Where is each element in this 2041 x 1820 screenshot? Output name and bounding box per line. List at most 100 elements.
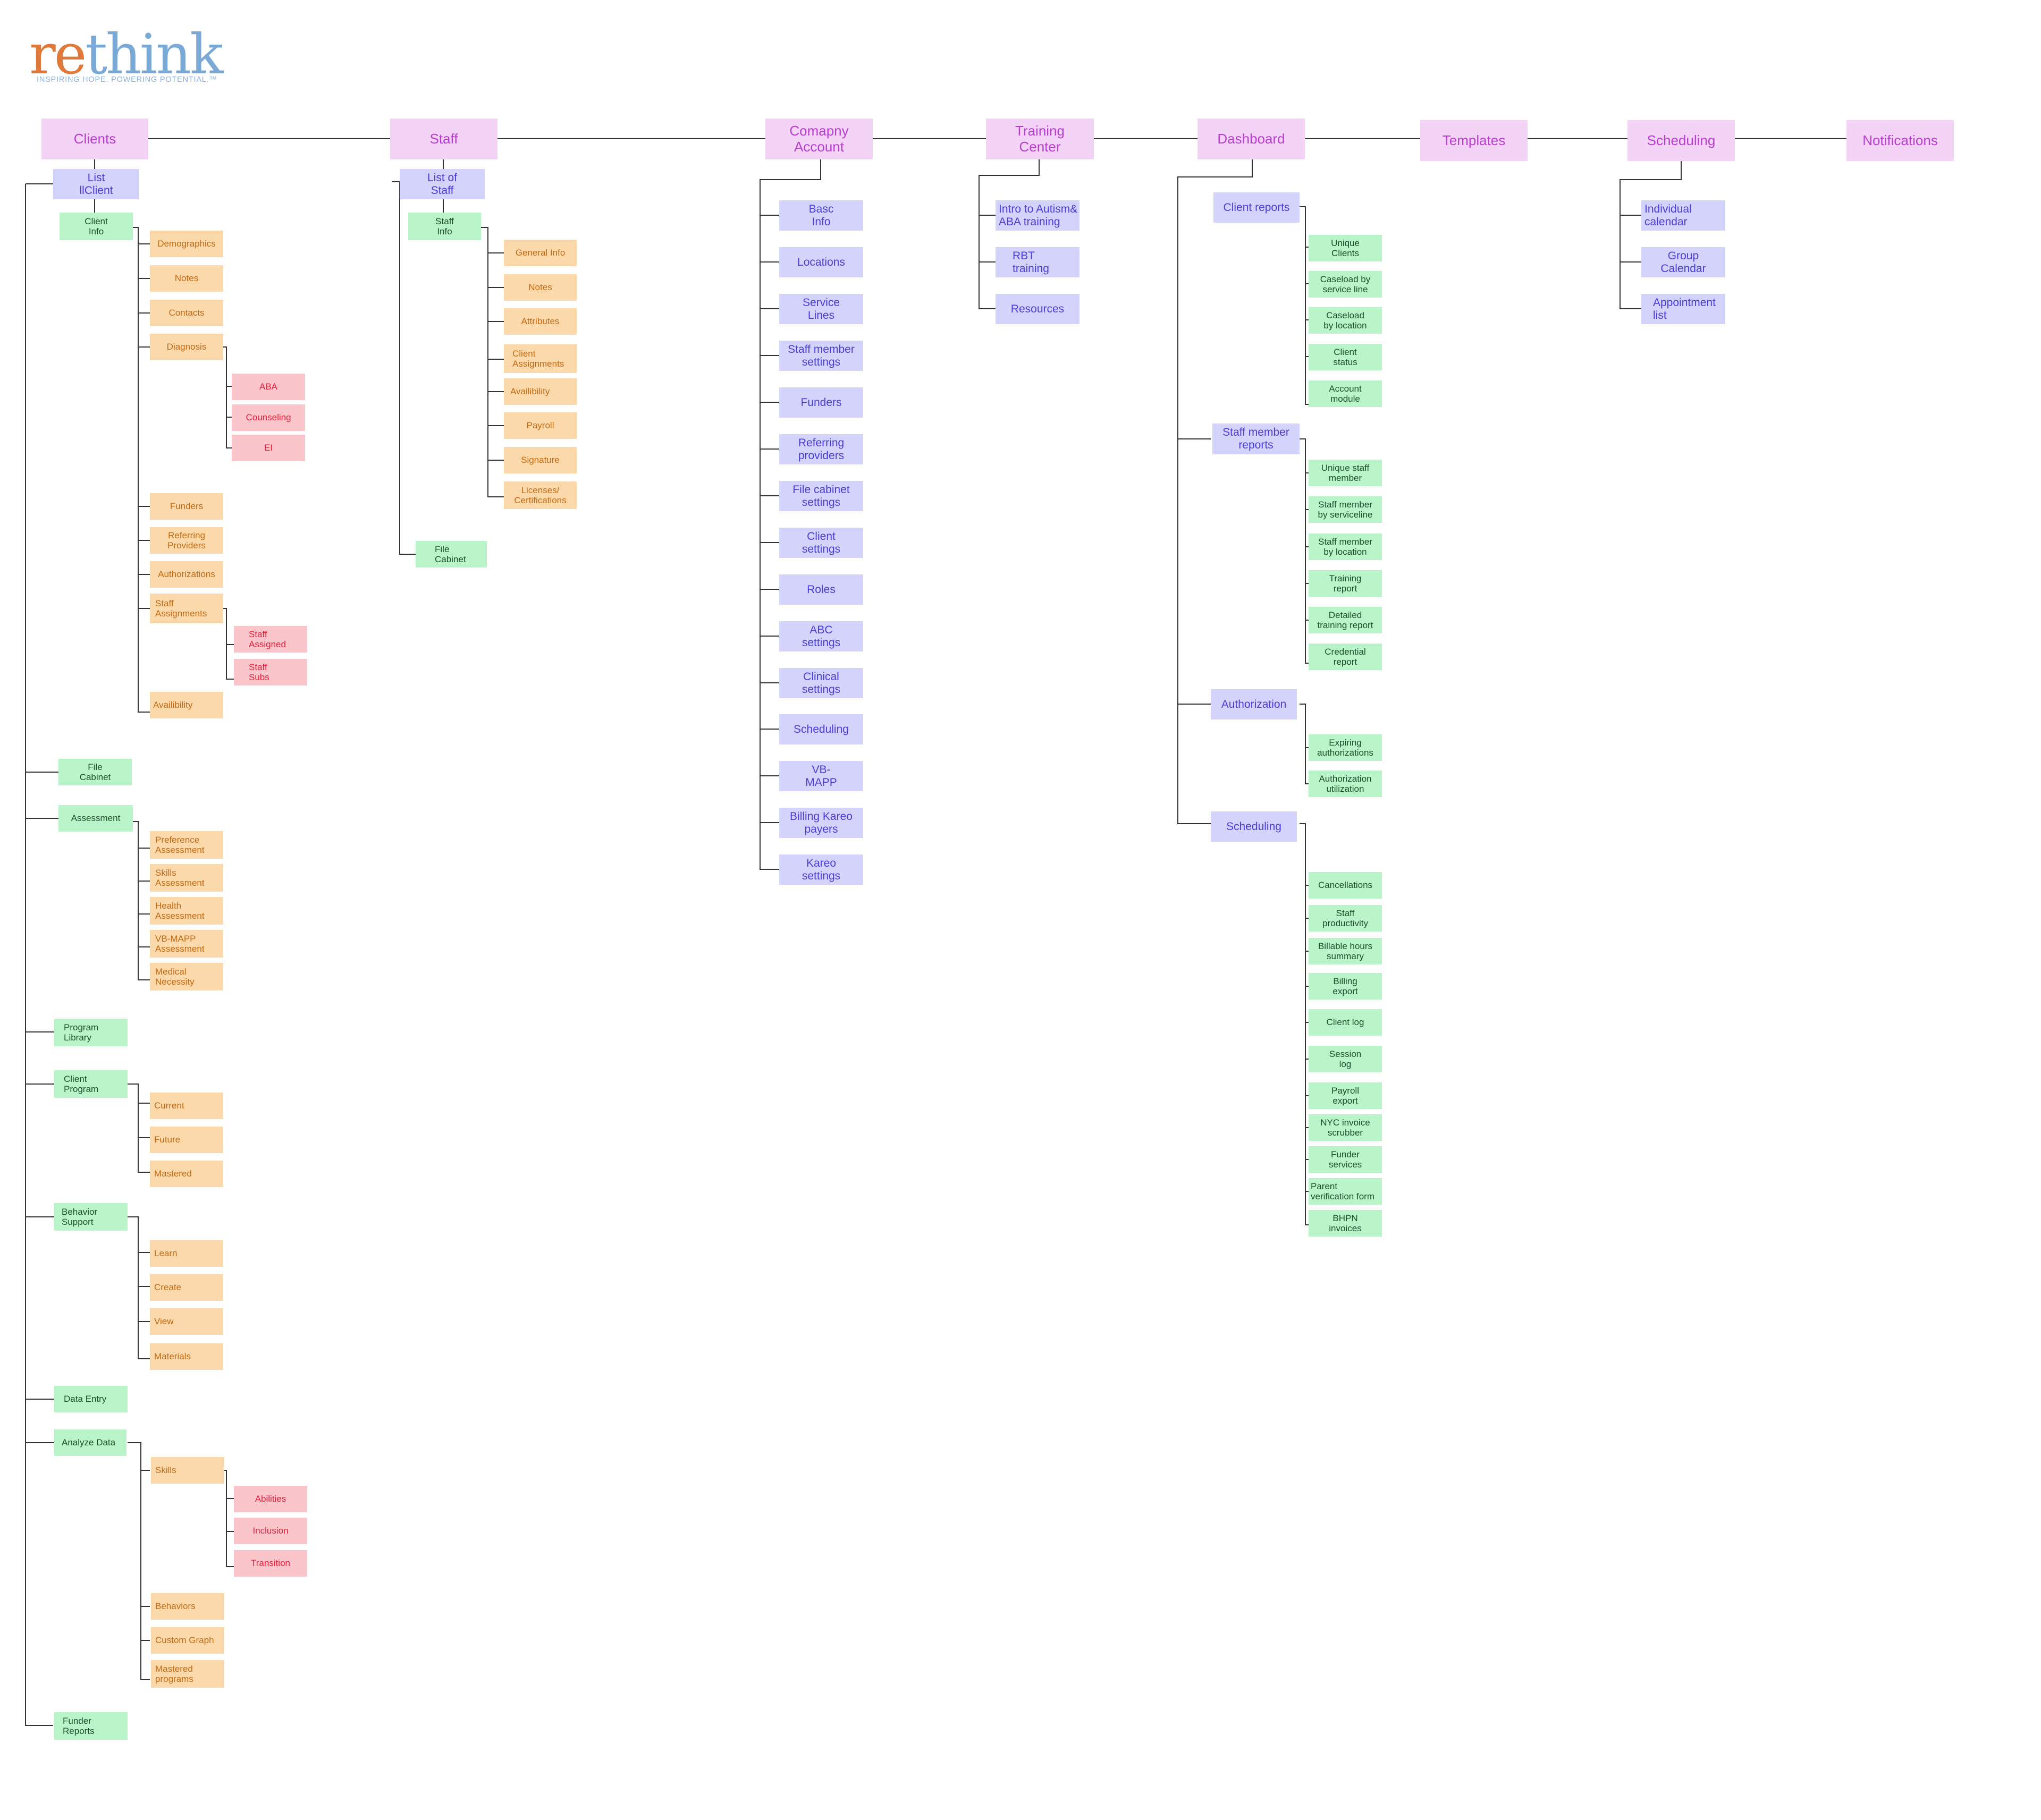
- general-info-node[interactable]: General Info: [504, 240, 577, 266]
- abc-settings-node[interactable]: ABC settings: [779, 621, 863, 651]
- custom-graph-node[interactable]: Custom Graph: [151, 1627, 224, 1654]
- staff-productivity-node[interactable]: Staff productivity: [1309, 905, 1382, 932]
- client-availability-node[interactable]: Availibility: [150, 692, 223, 718]
- section-staff[interactable]: Staff: [390, 118, 497, 159]
- learn-node[interactable]: Learn: [150, 1240, 223, 1267]
- demographics-node[interactable]: Demographics: [150, 231, 223, 257]
- staff-list-node[interactable]: List of Staff: [400, 169, 485, 199]
- mastered-programs-node[interactable]: Mastered programs: [151, 1660, 224, 1688]
- section-training-center[interactable]: Training Center: [986, 118, 1094, 159]
- staff-file-cabinet-node[interactable]: File Cabinet: [416, 541, 487, 568]
- create-node[interactable]: Create: [150, 1274, 223, 1301]
- transition-node[interactable]: Transition: [234, 1550, 307, 1577]
- skills-assessment-node[interactable]: Skills Assessment: [150, 864, 223, 892]
- counseling-node[interactable]: Counseling: [232, 404, 305, 431]
- company-referring-providers-node[interactable]: Referring providers: [779, 434, 863, 464]
- funder-reports-node[interactable]: Funder Reports: [54, 1712, 128, 1740]
- caseload-service-node[interactable]: Caseload by service line: [1309, 271, 1382, 298]
- basic-info-node[interactable]: Basc Info: [779, 200, 863, 231]
- staff-assigned-node[interactable]: Staff Assigned: [234, 626, 307, 653]
- clinical-settings-node[interactable]: Clinical settings: [779, 668, 863, 698]
- bhpn-invoices-node[interactable]: BHPN invoices: [1309, 1210, 1382, 1237]
- individual-calendar-node[interactable]: Individual calendar: [1641, 200, 1725, 231]
- staff-serviceline-node[interactable]: Staff member by serviceline: [1309, 496, 1382, 523]
- data-entry-node[interactable]: Data Entry: [54, 1386, 128, 1412]
- roles-node[interactable]: Roles: [779, 574, 863, 605]
- current-program-node[interactable]: Current: [150, 1093, 223, 1119]
- client-referring-providers-node[interactable]: Referring Providers: [150, 527, 223, 554]
- rbt-training-node[interactable]: RBT training: [996, 247, 1079, 277]
- account-module-node[interactable]: Account module: [1309, 380, 1382, 407]
- inclusion-node[interactable]: Inclusion: [234, 1518, 307, 1544]
- analyze-data-node[interactable]: Analyze Data: [54, 1429, 126, 1456]
- billing-export-node[interactable]: Billing export: [1309, 973, 1382, 1000]
- funder-services-node[interactable]: Funder services: [1309, 1146, 1382, 1173]
- behavior-support-node[interactable]: Behavior Support: [54, 1203, 128, 1231]
- section-company-account[interactable]: Comapny Account: [765, 118, 873, 159]
- medical-necessity-node[interactable]: Medical Necessity: [150, 963, 223, 991]
- staff-info-node[interactable]: Staff Info: [408, 213, 481, 240]
- client-assignments-node[interactable]: Client Assignments: [504, 344, 577, 373]
- section-clients[interactable]: Clients: [41, 118, 148, 159]
- attributes-node[interactable]: Attributes: [504, 308, 577, 335]
- client-info-node[interactable]: Client Info: [60, 213, 133, 240]
- assessment-node[interactable]: Assessment: [58, 805, 133, 832]
- health-assessment-node[interactable]: Health Assessment: [150, 897, 223, 925]
- dashboard-scheduling-node[interactable]: Scheduling: [1211, 811, 1297, 842]
- staff-notes-node[interactable]: Notes: [504, 274, 577, 301]
- unique-staff-node[interactable]: Unique staff member: [1309, 460, 1382, 486]
- preference-assessment-node[interactable]: Preference Assessment: [150, 831, 223, 859]
- staff-member-settings-node[interactable]: Staff member settings: [779, 341, 863, 371]
- aba-node[interactable]: ABA: [232, 374, 305, 400]
- client-status-node[interactable]: Client status: [1309, 344, 1382, 370]
- appointment-list-node[interactable]: Appointment list: [1641, 294, 1725, 324]
- authorizations-node[interactable]: Authorizations: [150, 561, 223, 588]
- client-reports-node[interactable]: Client reports: [1213, 192, 1300, 223]
- payroll-node[interactable]: Payroll: [504, 412, 577, 439]
- ei-node[interactable]: EI: [232, 435, 305, 461]
- staff-subs-node[interactable]: Staff Subs: [234, 659, 307, 685]
- diagnosis-node[interactable]: Diagnosis: [150, 334, 223, 360]
- group-calendar-node[interactable]: Group Calendar: [1641, 247, 1725, 277]
- billable-hours-node[interactable]: Billable hours summary: [1309, 938, 1382, 964]
- cancellations-node[interactable]: Cancellations: [1309, 872, 1382, 899]
- file-cabinet-settings-node[interactable]: File cabinet settings: [779, 481, 863, 511]
- detailed-training-node[interactable]: Detailed training report: [1309, 607, 1382, 633]
- signature-node[interactable]: Signature: [504, 447, 577, 473]
- session-log-node[interactable]: Session log: [1309, 1046, 1382, 1072]
- training-report-node[interactable]: Training report: [1309, 570, 1382, 597]
- expiring-authorizations-node[interactable]: Expiring authorizations: [1309, 734, 1382, 761]
- payroll-export-node[interactable]: Payroll export: [1309, 1082, 1382, 1109]
- program-library-node[interactable]: Program Library: [54, 1019, 128, 1046]
- analyze-skills-node[interactable]: Skills: [151, 1457, 224, 1484]
- company-funders-node[interactable]: Funders: [779, 387, 863, 418]
- materials-node[interactable]: Materials: [150, 1343, 223, 1370]
- nyc-invoice-node[interactable]: NYC invoice scrubber: [1309, 1114, 1382, 1141]
- client-program-node[interactable]: Client Program: [54, 1070, 128, 1098]
- behaviors-node[interactable]: Behaviors: [151, 1593, 224, 1620]
- company-scheduling-node[interactable]: Scheduling: [779, 714, 863, 744]
- section-notifications[interactable]: Notifications: [1846, 120, 1954, 161]
- authorization-node[interactable]: Authorization: [1211, 689, 1297, 719]
- abilities-node[interactable]: Abilities: [234, 1486, 307, 1512]
- authorization-utilization-node[interactable]: Authorization utilization: [1309, 771, 1382, 797]
- client-log-node[interactable]: Client log: [1309, 1009, 1382, 1036]
- caseload-location-node[interactable]: Caseload by location: [1309, 307, 1382, 334]
- kareo-settings-node[interactable]: Kareo settings: [779, 854, 863, 885]
- billing-kareo-node[interactable]: Billing Kareo payers: [779, 808, 863, 838]
- intro-autism-node[interactable]: Intro to Autism& ABA training: [996, 200, 1079, 231]
- section-dashboard[interactable]: Dashboard: [1197, 118, 1305, 159]
- resources-node[interactable]: Resources: [996, 294, 1079, 324]
- client-notes-node[interactable]: Notes: [150, 265, 223, 292]
- vbmapp-node[interactable]: VB- MAPP: [779, 761, 863, 791]
- client-settings-node[interactable]: Client settings: [779, 528, 863, 558]
- locations-node[interactable]: Locations: [779, 247, 863, 277]
- view-node[interactable]: View: [150, 1308, 223, 1335]
- future-program-node[interactable]: Future: [150, 1127, 223, 1153]
- section-templates[interactable]: Templates: [1420, 120, 1528, 161]
- client-list-node[interactable]: List llClient: [53, 169, 139, 199]
- vbmapp-assessment-node[interactable]: VB-MAPP Assessment: [150, 930, 223, 958]
- staff-assignments-node[interactable]: Staff Assignments: [150, 594, 223, 623]
- staff-member-reports-node[interactable]: Staff member reports: [1212, 424, 1300, 454]
- parent-verification-node[interactable]: Parent verification form: [1309, 1178, 1382, 1205]
